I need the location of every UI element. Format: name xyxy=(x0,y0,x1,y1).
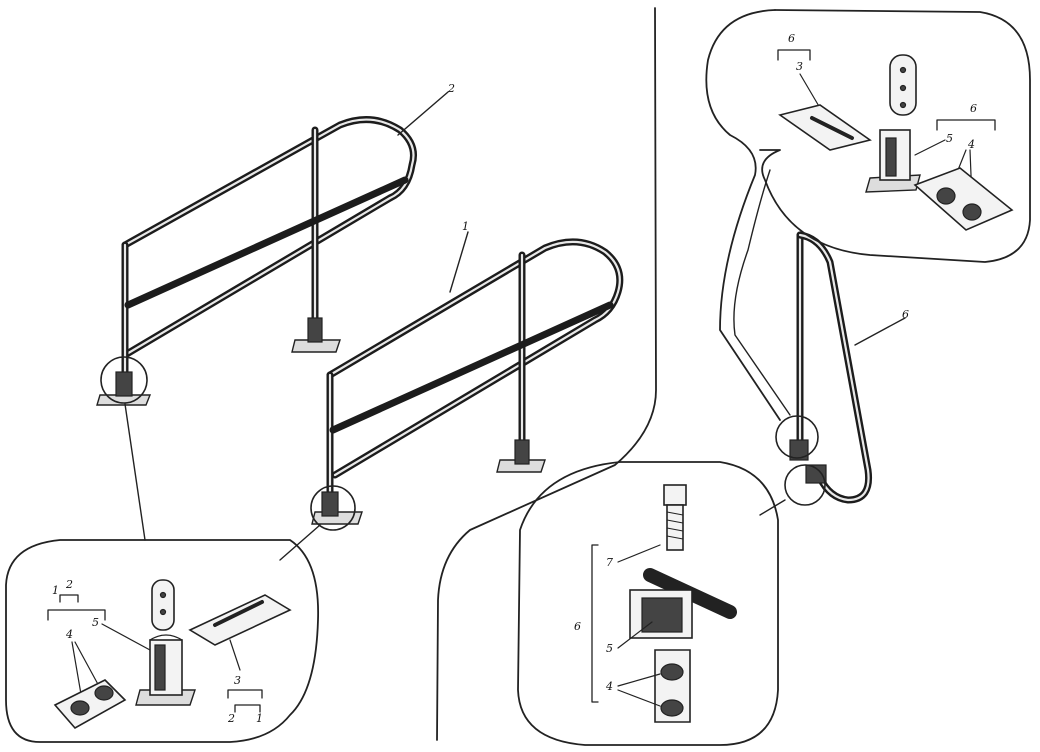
callout-circle-rail-6-top xyxy=(775,415,819,459)
detail-left-label-3: 3 xyxy=(234,674,241,687)
callout-circle-rail-2 xyxy=(100,356,148,404)
detail-br-label-6: 6 xyxy=(574,620,581,633)
railing-section-2 xyxy=(96,116,417,406)
detail-left-label-1: 1 xyxy=(52,584,59,597)
detail-bubble-bottom-right: 7 6 5 4 xyxy=(517,461,786,746)
detail-tr-label-6: 6 xyxy=(788,32,795,45)
railing-section-6 xyxy=(789,231,873,504)
label-rail-6: 6 xyxy=(902,308,909,321)
detail-left-label-2b: 2 xyxy=(227,712,235,725)
callout-circle-rail-6-bottom xyxy=(784,464,826,506)
detail-left-label-1b: 1 xyxy=(256,712,263,725)
section-divider xyxy=(436,7,657,741)
label-rail-2: 2 xyxy=(447,82,455,95)
detail-br-label-5: 5 xyxy=(606,642,613,655)
detail-tr-label-6b: 6 xyxy=(970,102,977,115)
railing-section-1 xyxy=(311,238,624,525)
detail-br-label-4: 4 xyxy=(605,680,613,693)
detail-bubble-left: 1 2 4 5 3 2 1 xyxy=(5,403,321,743)
detail-left-label-2: 2 xyxy=(65,578,73,591)
label-rail-1: 1 xyxy=(462,220,469,233)
detail-br-label-7: 7 xyxy=(606,556,613,569)
detail-left-label-5: 5 xyxy=(92,616,99,629)
callout-circle-rail-1 xyxy=(310,485,356,531)
detail-left-label-4: 4 xyxy=(65,628,73,641)
detail-tr-label-3: 3 xyxy=(796,60,803,73)
detail-bubble-top-right: 6 3 6 5 4 xyxy=(705,9,1031,421)
detail-tr-label-5: 5 xyxy=(946,132,953,145)
detail-tr-label-4: 4 xyxy=(967,138,975,151)
